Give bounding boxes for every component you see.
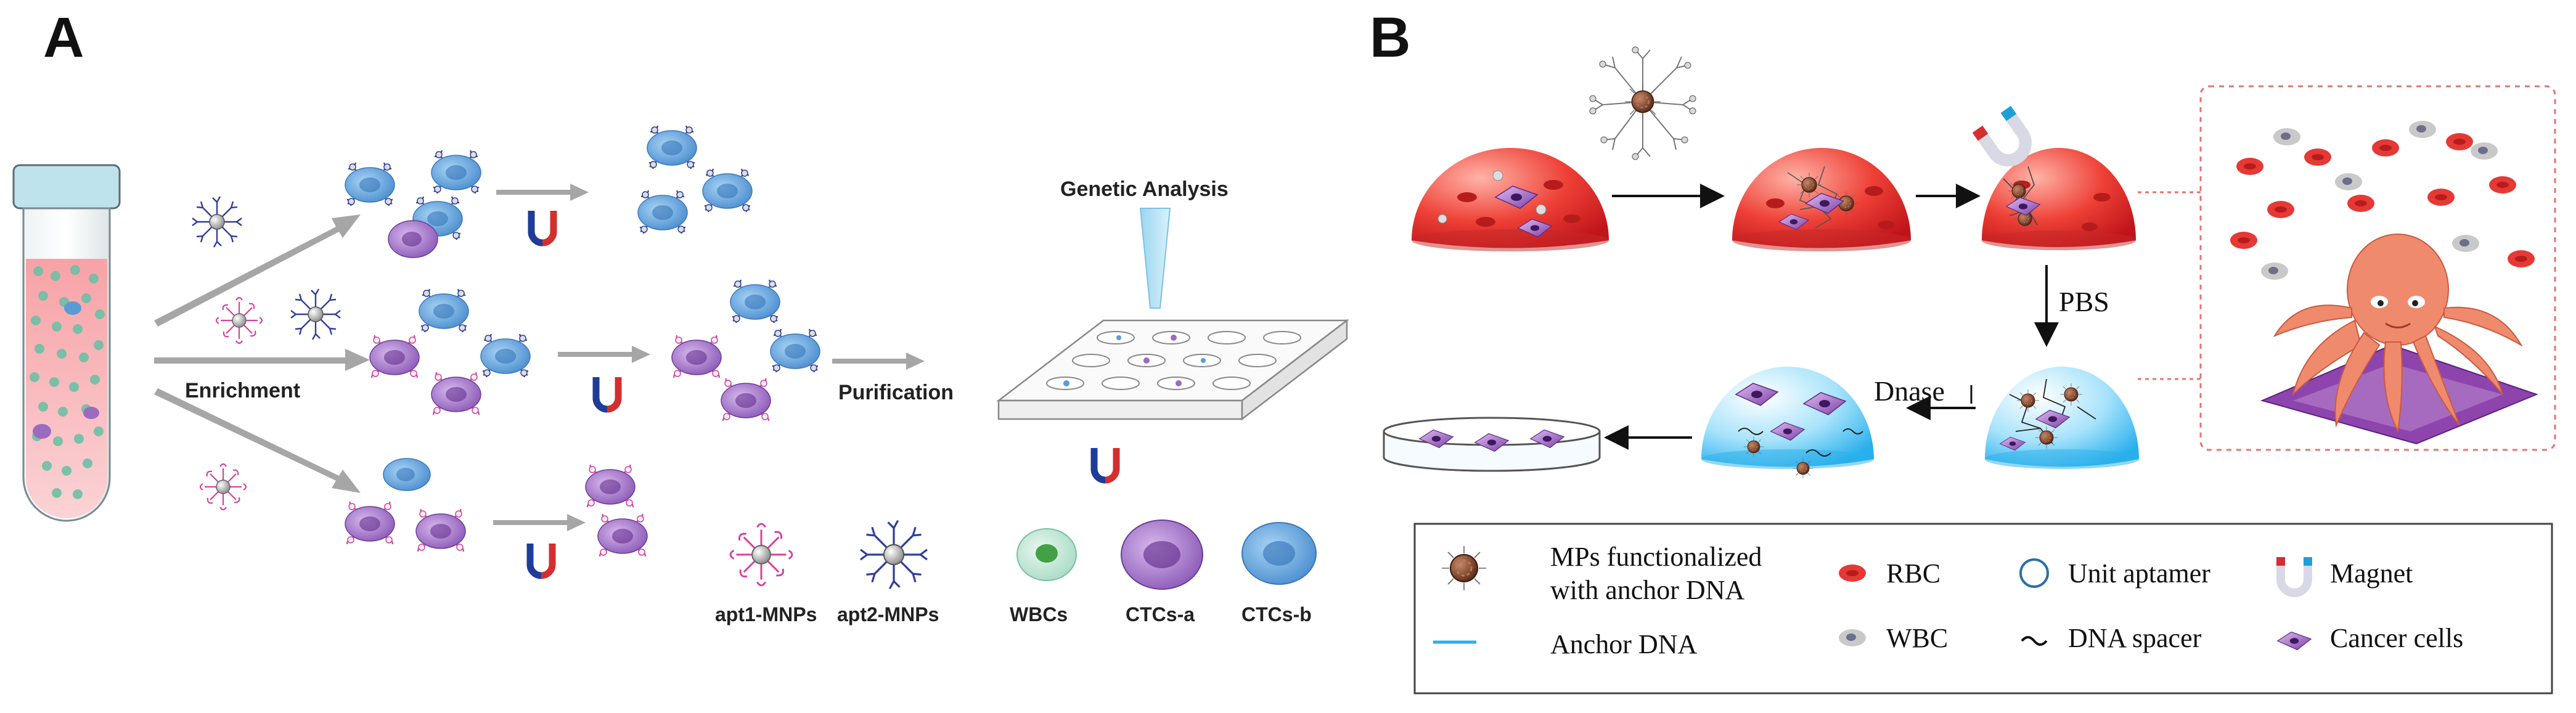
microfluidic-chip [996,319,1349,421]
pipette-tip [1139,208,1171,309]
hemisphere-1 [1412,148,1609,251]
legend-anchor-dna-label: Anchor DNA [1550,629,1698,659]
octopus-inset [2199,85,2556,451]
petri-dish [1383,417,1601,472]
legend-rbc-label: RBC [1886,558,1940,589]
row1-magnet-icon [531,211,554,243]
row1-arrow [496,184,589,201]
enrichment-label: Enrichment [185,379,300,402]
legend-a: apt1-MNPs apt2-MNPs WBCs CTCs-a CTCs-b [715,519,1317,625]
row1-cells [344,149,482,258]
legend-wbcs-label: WBCs [1010,603,1068,625]
apt1-probe-icon-2 [199,463,247,511]
panel-b-letter: B [1370,6,1410,69]
apt2-probe-icon [191,195,243,248]
row2-arrow [558,346,650,363]
ctc-a-cell-icon [1121,519,1203,590]
dna-spacer-icon [2021,636,2048,646]
wbc-cell-icon [1016,528,1077,581]
legend-b: MPs functionalized with anchor DNA Ancho… [1413,523,2553,695]
pbs-label: PBS [2059,286,2109,317]
magnet-icon [2276,557,2312,597]
legend-mps-label-2: with anchor DNA [1550,575,1744,605]
row3-magnet-icon [530,544,552,576]
purification-arrow [832,352,925,370]
hemisphere-3 [1982,148,2136,250]
hemisphere-blue-left [1701,367,1874,479]
row2-magnet-icon [596,377,618,409]
row3-cells [344,458,467,553]
hemisphere-blue-right [1985,367,2139,469]
magnet-icon-b [1972,105,2032,167]
mp-anchor-dna-probe [1589,46,1696,160]
legend-cancer-cells-label: Cancer cells [2330,623,2463,653]
legend-apt2-label: apt2-MNPs [837,603,939,625]
apt1-probe-icon [215,296,263,344]
rbc-icon [1839,564,1866,582]
blood-tube [12,164,121,522]
legend-ctcs-a-label: CTCs-a [1126,603,1195,625]
mp-anchor-dna-icon [1441,545,1487,592]
legend-ctcs-b-label: CTCs-b [1241,603,1312,625]
legend-unit-aptamer-label: Unit aptamer [2068,558,2210,589]
apt2-mnp-icon [859,519,928,590]
apt1-mnp-icon [729,523,793,587]
legend-dna-spacer-label: DNA spacer [2068,623,2202,653]
dnase-label: Dnase [1874,375,1945,407]
genetic-analysis-label: Genetic Analysis [1060,177,1229,201]
legend-mps-label-1: MPs functionalized [1550,542,1762,572]
panel-a-letter: A [43,6,84,69]
legend-magnet-label: Magnet [2330,558,2413,589]
panel-b: B [1370,6,2556,695]
row3-arrow [493,514,586,531]
legend-apt1-label: apt1-MNPs [715,603,817,625]
row1-captured [637,124,753,235]
aptamer-ring-icon [2019,558,2049,588]
ctc-b-cell-icon [1241,522,1317,585]
branch-arrows [154,214,370,493]
row2-captured [671,279,821,422]
row3-captured [584,463,648,558]
chip-magnet-icon [1094,448,1116,480]
legend-wbc-label: WBC [1886,623,1948,653]
wbc-icon [1839,629,1866,646]
row2-cells [369,288,531,416]
hemisphere-2 [1732,148,1911,251]
purification-label: Purification [838,381,954,404]
apt2-probe-icon-2 [290,288,341,341]
panel-a: A Enrichment [12,6,1349,625]
